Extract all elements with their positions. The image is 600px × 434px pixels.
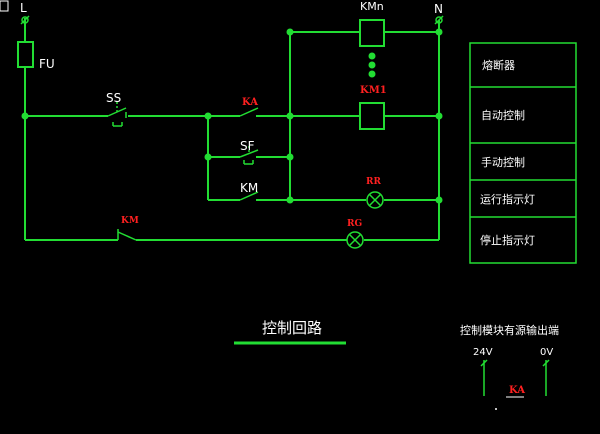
rr-lamp-icon	[366, 191, 384, 209]
ss-stop-switch	[107, 102, 127, 127]
legend-item-manual: 手动控制	[481, 155, 525, 169]
label-km1: KM1	[360, 85, 387, 96]
legend-item-auto: 自动控制	[481, 108, 525, 122]
label-n: N	[434, 2, 443, 16]
legend-item-run-lamp: 运行指示灯	[480, 192, 535, 206]
legend-item-stop-lamp: 停止指示灯	[480, 233, 535, 247]
label-km-bottom: KM	[121, 216, 139, 226]
label-ss: SS	[106, 91, 121, 105]
diagram-title: 控制回路	[262, 319, 322, 337]
km-contact	[239, 191, 259, 201]
module-terminals	[480, 359, 550, 396]
km-bottom-contact	[117, 229, 137, 241]
rg-lamp-icon	[346, 231, 364, 249]
label-km: KM	[240, 181, 258, 195]
km1-coil	[359, 102, 385, 130]
label-rg: RG	[347, 219, 362, 229]
label-rr: RR	[366, 177, 381, 187]
corner-mark	[0, 0, 9, 12]
module-0v: 0V	[540, 347, 553, 358]
stray-dot	[495, 408, 497, 410]
label-ka: KA	[242, 97, 258, 108]
label-sf: SF	[240, 139, 255, 153]
fuse-symbol	[17, 41, 34, 68]
label-l: L	[20, 1, 27, 15]
terminal-l-icon	[20, 15, 30, 25]
label-fu: FU	[39, 57, 55, 71]
continuation-dots	[368, 52, 376, 78]
terminal-n-icon	[434, 15, 444, 25]
module-ka: KA	[509, 385, 525, 396]
kmn-coil	[359, 19, 385, 47]
module-24v: 24V	[473, 347, 493, 358]
junction-dots	[21, 28, 443, 204]
circuit-wires	[24, 18, 440, 241]
sf-switch	[239, 146, 259, 165]
legend-table	[469, 42, 577, 264]
module-title: 控制模块有源输出端	[460, 323, 559, 337]
label-kmn: KMn	[360, 0, 384, 13]
ka-contact	[239, 107, 259, 117]
legend-item-fuse: 熔断器	[482, 58, 515, 72]
